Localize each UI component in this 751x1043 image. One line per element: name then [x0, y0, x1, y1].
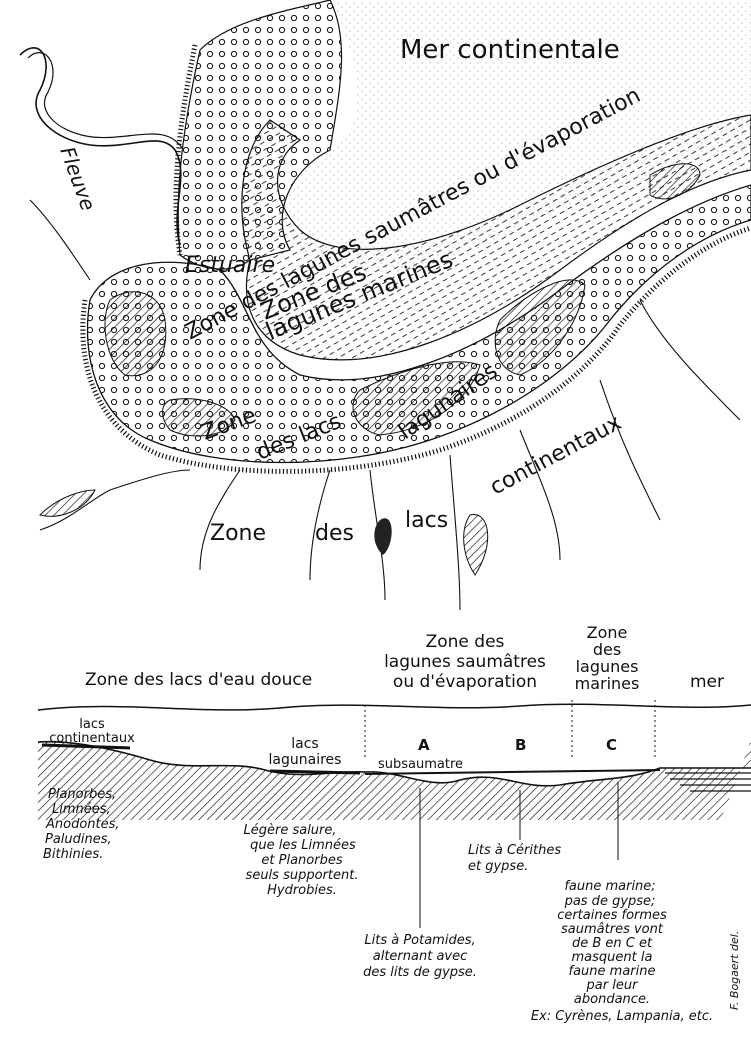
map: Mer continentale Fleuve Estuaire Zone de… [20, 0, 751, 610]
header-marine-4: marines [575, 674, 640, 693]
note-fauna-5: Bithinies. [43, 847, 103, 862]
note-salure-2: que les Limnées [250, 838, 356, 853]
note-marine-5: de B en C et [572, 936, 653, 951]
note-salure-1: Légère salure, [243, 823, 336, 838]
note-cerithes: Lits à Cérithes et gypse. [468, 843, 561, 874]
note-marine-7: faune marine [569, 964, 656, 979]
note-potamides-2: alternant avec [373, 949, 468, 964]
label-lacs-continentaux-1: lacs [79, 717, 105, 732]
cross-section: Zone des lacs d'eau douce Zone des lagun… [38, 623, 751, 1043]
note-salure-4: seuls supportent. [246, 868, 359, 883]
note-fauna-4: Paludines, [45, 832, 112, 847]
lagoon-lake [105, 292, 166, 376]
note-example: Ex: Cyrènes, Lampania, etc. [531, 1009, 713, 1024]
header-brackish-2: lagunes saumâtres [384, 652, 546, 672]
note-salure: Légère salure, que les Limnées et Planor… [243, 823, 358, 898]
continental-lake [40, 490, 95, 516]
note-salure-3: et Planorbes [261, 853, 342, 868]
note-cerithes-2: et gypse. [468, 859, 528, 874]
note-potamides: Lits à Potamides, alternant avec des lit… [363, 933, 477, 980]
label-A: A [418, 736, 430, 754]
header-fresh: Zone des lacs d'eau douce [85, 670, 312, 690]
note-marine-9: abondance. [574, 992, 650, 1007]
river-label: Fleuve [55, 144, 100, 214]
note-potamides-1: Lits à Potamides, [364, 933, 475, 948]
note-salure-5: Hydrobies. [267, 883, 337, 898]
label-subsaumatre: subsaumatre [378, 757, 463, 772]
label-lacs-lagunaires-1: lacs [291, 736, 318, 752]
surface-line [38, 704, 751, 710]
label-B: B [515, 736, 526, 754]
note-fauna-1: Planorbes, [48, 787, 116, 802]
note-marine-2: pas de gypse; [564, 894, 656, 909]
continental-lake [464, 515, 488, 575]
signature: F. Bogaert del. [728, 931, 741, 1010]
header-brackish-1: Zone des [426, 632, 505, 652]
note-marine-4: saumâtres vont [561, 922, 664, 937]
note-fauna-3: Anodontes, [45, 817, 120, 832]
continental-label-4: continentaux [486, 410, 626, 500]
note-cerithes-1: Lits à Cérithes [468, 843, 561, 858]
sea-label: Mer continentale [400, 35, 620, 65]
label-lacs-continentaux-2: continentaux [49, 731, 135, 746]
note-marine-1: faune marine; [564, 879, 655, 894]
note-fauna-2: Limnées, [52, 802, 111, 817]
note-marine: faune marine; pas de gypse; certaines fo… [531, 879, 713, 1024]
continental-label-2: des [315, 521, 354, 546]
label-lacs-lagunaires-2: lagunaires [269, 752, 342, 768]
estuary-label: Estuaire [185, 253, 275, 278]
note-fauna: Planorbes, Limnées, Anodontes, Paludines… [43, 787, 120, 862]
river-bank [28, 53, 182, 148]
note-marine-3: certaines formes [557, 908, 667, 923]
note-marine-8: par leur [586, 978, 640, 993]
lagoon-lake-bed [270, 771, 360, 773]
header-sea: mer [690, 672, 724, 692]
note-marine-6: masquent la [572, 950, 653, 965]
header-brackish-3: ou d'évaporation [393, 672, 537, 692]
continental-label-3: lacs [405, 508, 448, 533]
note-potamides-3: des lits de gypse. [363, 965, 477, 980]
label-C: C [606, 736, 617, 754]
continental-label-1: Zone [210, 521, 266, 546]
